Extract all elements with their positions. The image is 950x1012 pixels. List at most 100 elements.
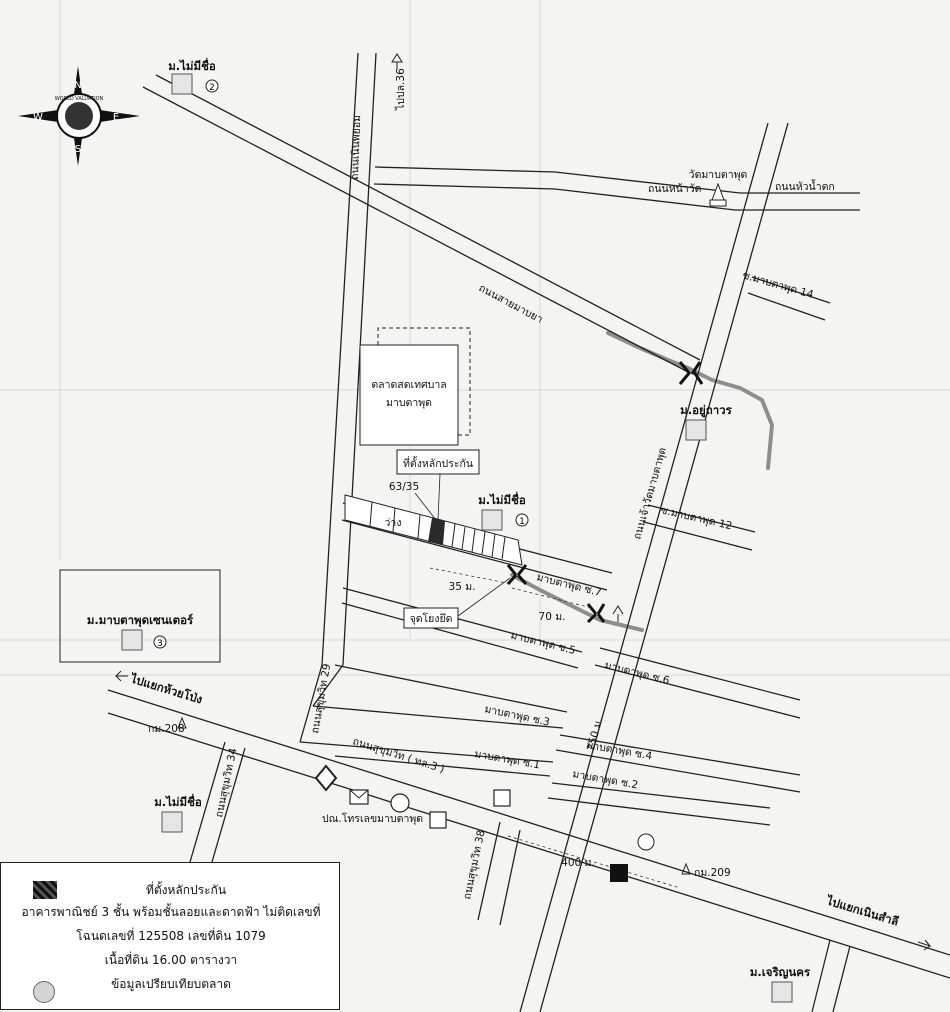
village-charoen-nakhon: ม.เจริญนคร <box>750 965 811 979</box>
market-label-1: ตลาดสดเทศบาล <box>371 379 446 391</box>
seven-eleven-icon <box>493 789 511 807</box>
building-icon-east <box>610 864 628 882</box>
village-unnamed-bottom: ม.ไม่มีชื่อ <box>154 793 202 809</box>
bank-icon-east <box>637 833 655 851</box>
village-unnamed-top: ม.ไม่มีชื่อ <box>168 57 216 73</box>
road-sai-maptaphut <box>142 74 701 374</box>
label-soi2: มาบตาพุด ซ.2 <box>571 768 638 791</box>
km-post-icon <box>177 716 187 729</box>
label-sukhumvit34: ถนนสุขุมวิท 34 <box>213 747 240 819</box>
label-km209: กม.209 <box>694 867 731 879</box>
lot-leader <box>414 492 437 521</box>
temple-icon <box>709 182 727 207</box>
label-soi1: มาบตาพุด ซ.1 <box>473 748 540 771</box>
road-sukhumvit-29 <box>299 664 344 743</box>
lot-number: 63/35 <box>389 481 419 493</box>
legend-line-1: ที่ตั้งหลักประกัน <box>145 883 227 897</box>
road-soi-4 <box>555 734 801 793</box>
svg-text:400 ม.: 400 ม. <box>561 857 595 869</box>
label-soi5: มาบตาพุด ซ.5 <box>509 629 576 657</box>
compass-n: N <box>74 80 81 91</box>
village-icon-mid: 1 <box>481 509 529 531</box>
compass-brand: WORLD VALUATION <box>55 96 104 102</box>
road-soi-1 <box>299 741 554 777</box>
road-sukhumvit <box>107 689 950 979</box>
collateral-callout-text: ที่ตั้งหลักประกัน <box>403 456 473 470</box>
legend-line-3: โฉนดเลขที่ 125508 เลขที่ดิน 1079 <box>76 929 266 943</box>
km-post-icon-209 <box>681 862 691 875</box>
svg-text:1: 1 <box>519 517 525 527</box>
label-soi14: ซ.มาบตาพุด 14 <box>741 269 815 301</box>
market-dashed-outline <box>377 327 471 436</box>
label-to-noen-samri: ไปแยกเนินสำลี <box>823 893 900 929</box>
road-soi-12 <box>643 504 756 551</box>
road-sukhumvit-34 <box>189 741 246 863</box>
stream-south <box>510 573 644 632</box>
village-icon-top: 2 <box>171 73 219 95</box>
market-label-2: มาบตาพุด <box>386 397 432 409</box>
compass-s: S <box>75 144 81 155</box>
village-center: ม.มาบตาพุดเซนเตอร์ <box>87 613 194 628</box>
collateral-legend-swatch <box>33 881 57 899</box>
village-icon-bottom <box>161 811 183 833</box>
bridge-icon-main <box>586 603 606 624</box>
label-soi12: ซ.มาบตาพุด 12 <box>659 504 733 532</box>
background-form-lines <box>0 0 950 676</box>
arrow-left-icon <box>114 670 128 682</box>
collateral-row <box>344 494 523 566</box>
distance-35m: 35 ม. <box>429 567 513 593</box>
arrow-right-icon <box>917 939 932 951</box>
compass-e: E <box>113 112 119 123</box>
road-soi-6 <box>594 647 801 719</box>
svg-text:35 ม.: 35 ม. <box>449 581 476 593</box>
ref-point-label: จุดโยงยึด <box>410 612 453 625</box>
callout-leader <box>437 473 441 521</box>
svg-text:70 ม.: 70 ม. <box>539 611 566 623</box>
label-hua-namtok: ถนนหัวน้ำตก <box>775 179 835 193</box>
village-yu-tawon: ม.อยู่ถาวร <box>680 403 732 418</box>
bridge-icon <box>678 361 704 385</box>
compass-rose: N S W E WORLD VALUATION <box>18 66 140 166</box>
arrow-up-icon <box>391 53 403 70</box>
legend-line-5: ข้อมูลเปรียบเทียบตลาด <box>111 977 231 991</box>
road-soi-3 <box>312 664 568 729</box>
label-sukhumvit38: ถนนสุขุมวิท 38 <box>461 829 487 901</box>
label-sukhumvit: ถนนสุขุมวิท ( ทล.3 ) <box>351 735 446 775</box>
label-soi4: มาบตาพุด ซ.4 <box>585 739 653 762</box>
road-wat-maptaphut <box>519 122 789 1012</box>
distance-70m: 70 ม. <box>511 587 593 623</box>
label-sai-maptaphut: ถนนสายมาบยา <box>477 282 545 326</box>
village-icon-charoen-nakhon <box>771 981 793 1003</box>
road-na-wat <box>373 166 860 211</box>
post-office-label: ปณ.โทรเลขมาบตาพุด <box>322 812 423 825</box>
legend-line-4: เนื้อที่ดิน 16.00 ตารางวา <box>104 953 238 967</box>
arrow-up-icon-south <box>612 605 624 622</box>
label-km208: กม.208 <box>148 723 185 735</box>
collateral-callout <box>396 449 480 475</box>
bridge-icon-soi7 <box>506 564 528 585</box>
seven-eleven-icon-2 <box>429 811 447 829</box>
village-center-box <box>59 569 221 663</box>
road-sukhumvit-38 <box>477 821 521 926</box>
village-icon-yu-tawon <box>685 419 707 441</box>
legend-line-2: อาคารพาณิชย์ 3 ชั้น พร้อมชั้นลอยและดาดฟ้… <box>21 905 321 919</box>
label-na-wat: ถนนหน้าวัด <box>648 183 701 195</box>
vacant-label: ว่าง <box>385 517 402 529</box>
road-soi-2 <box>547 782 771 826</box>
compass-w: W <box>33 112 43 123</box>
bank-icon <box>390 793 410 813</box>
road-bottom-right <box>811 939 851 1012</box>
village-unnamed-mid: ม.ไม่มีชื่อ <box>478 491 526 507</box>
label-to-pl36: ไปปล.36 <box>394 68 407 111</box>
svg-text:2: 2 <box>209 83 215 93</box>
legend-box: ที่ตั้งหลักประกัน อาคารพาณิชย์ 3 ชั้น พร… <box>0 862 340 1010</box>
shell-station-icon <box>314 764 338 792</box>
collateral-unit <box>428 518 445 545</box>
road-soi-14 <box>747 276 831 321</box>
distance-400m: 400 ม. <box>507 835 681 889</box>
label-nern-payom: ถนนเนินพยอม <box>349 115 363 180</box>
village-icon-center: 3 <box>121 629 167 651</box>
market-building <box>359 344 459 446</box>
road-soi-5 <box>341 587 583 669</box>
